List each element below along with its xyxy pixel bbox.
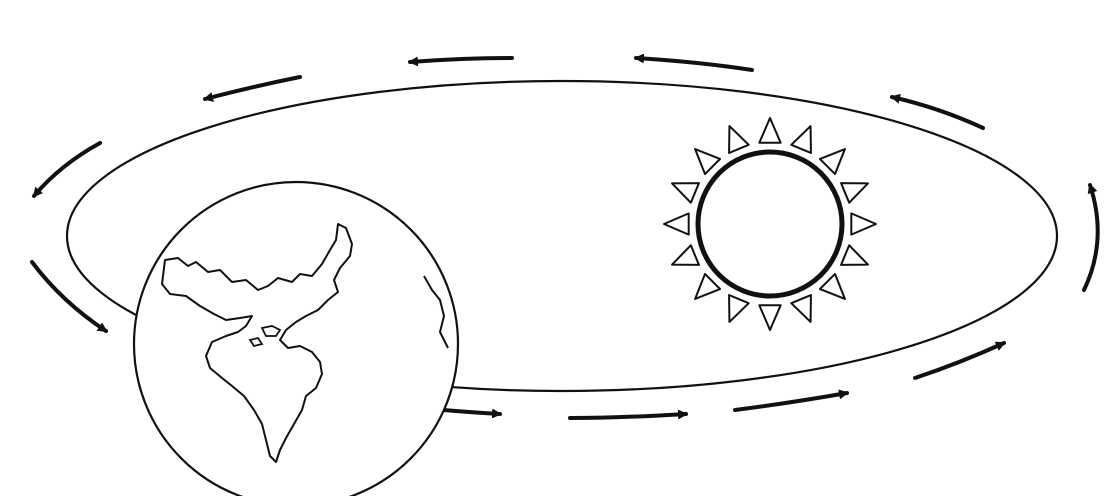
direction-arrow [570, 414, 686, 418]
direction-arrow [636, 58, 752, 70]
sun-ray [672, 183, 699, 203]
sun-ray [759, 305, 780, 330]
sun-ray [841, 183, 868, 203]
sun-ray [695, 149, 720, 174]
sun-ray [820, 149, 845, 174]
sun-ray [791, 295, 811, 322]
direction-arrow [1084, 185, 1098, 290]
direction-arrow [915, 343, 1004, 378]
sun [664, 118, 876, 330]
direction-arrow [205, 77, 300, 99]
sun-ray [851, 213, 876, 234]
sun-ray [841, 245, 868, 265]
sun-ray [672, 245, 699, 265]
sun-ray [664, 213, 689, 234]
direction-arrow [410, 58, 512, 62]
sun-ray [820, 274, 845, 299]
earth [134, 182, 458, 496]
sun-ray [729, 126, 749, 153]
sun-disc [698, 152, 842, 296]
earth-globe [134, 182, 458, 496]
sun-ray [791, 126, 811, 153]
direction-arrow [32, 262, 106, 331]
sun-ray [759, 118, 780, 143]
sun-ray [729, 295, 749, 322]
sun-ray [695, 274, 720, 299]
direction-arrow [735, 393, 847, 410]
